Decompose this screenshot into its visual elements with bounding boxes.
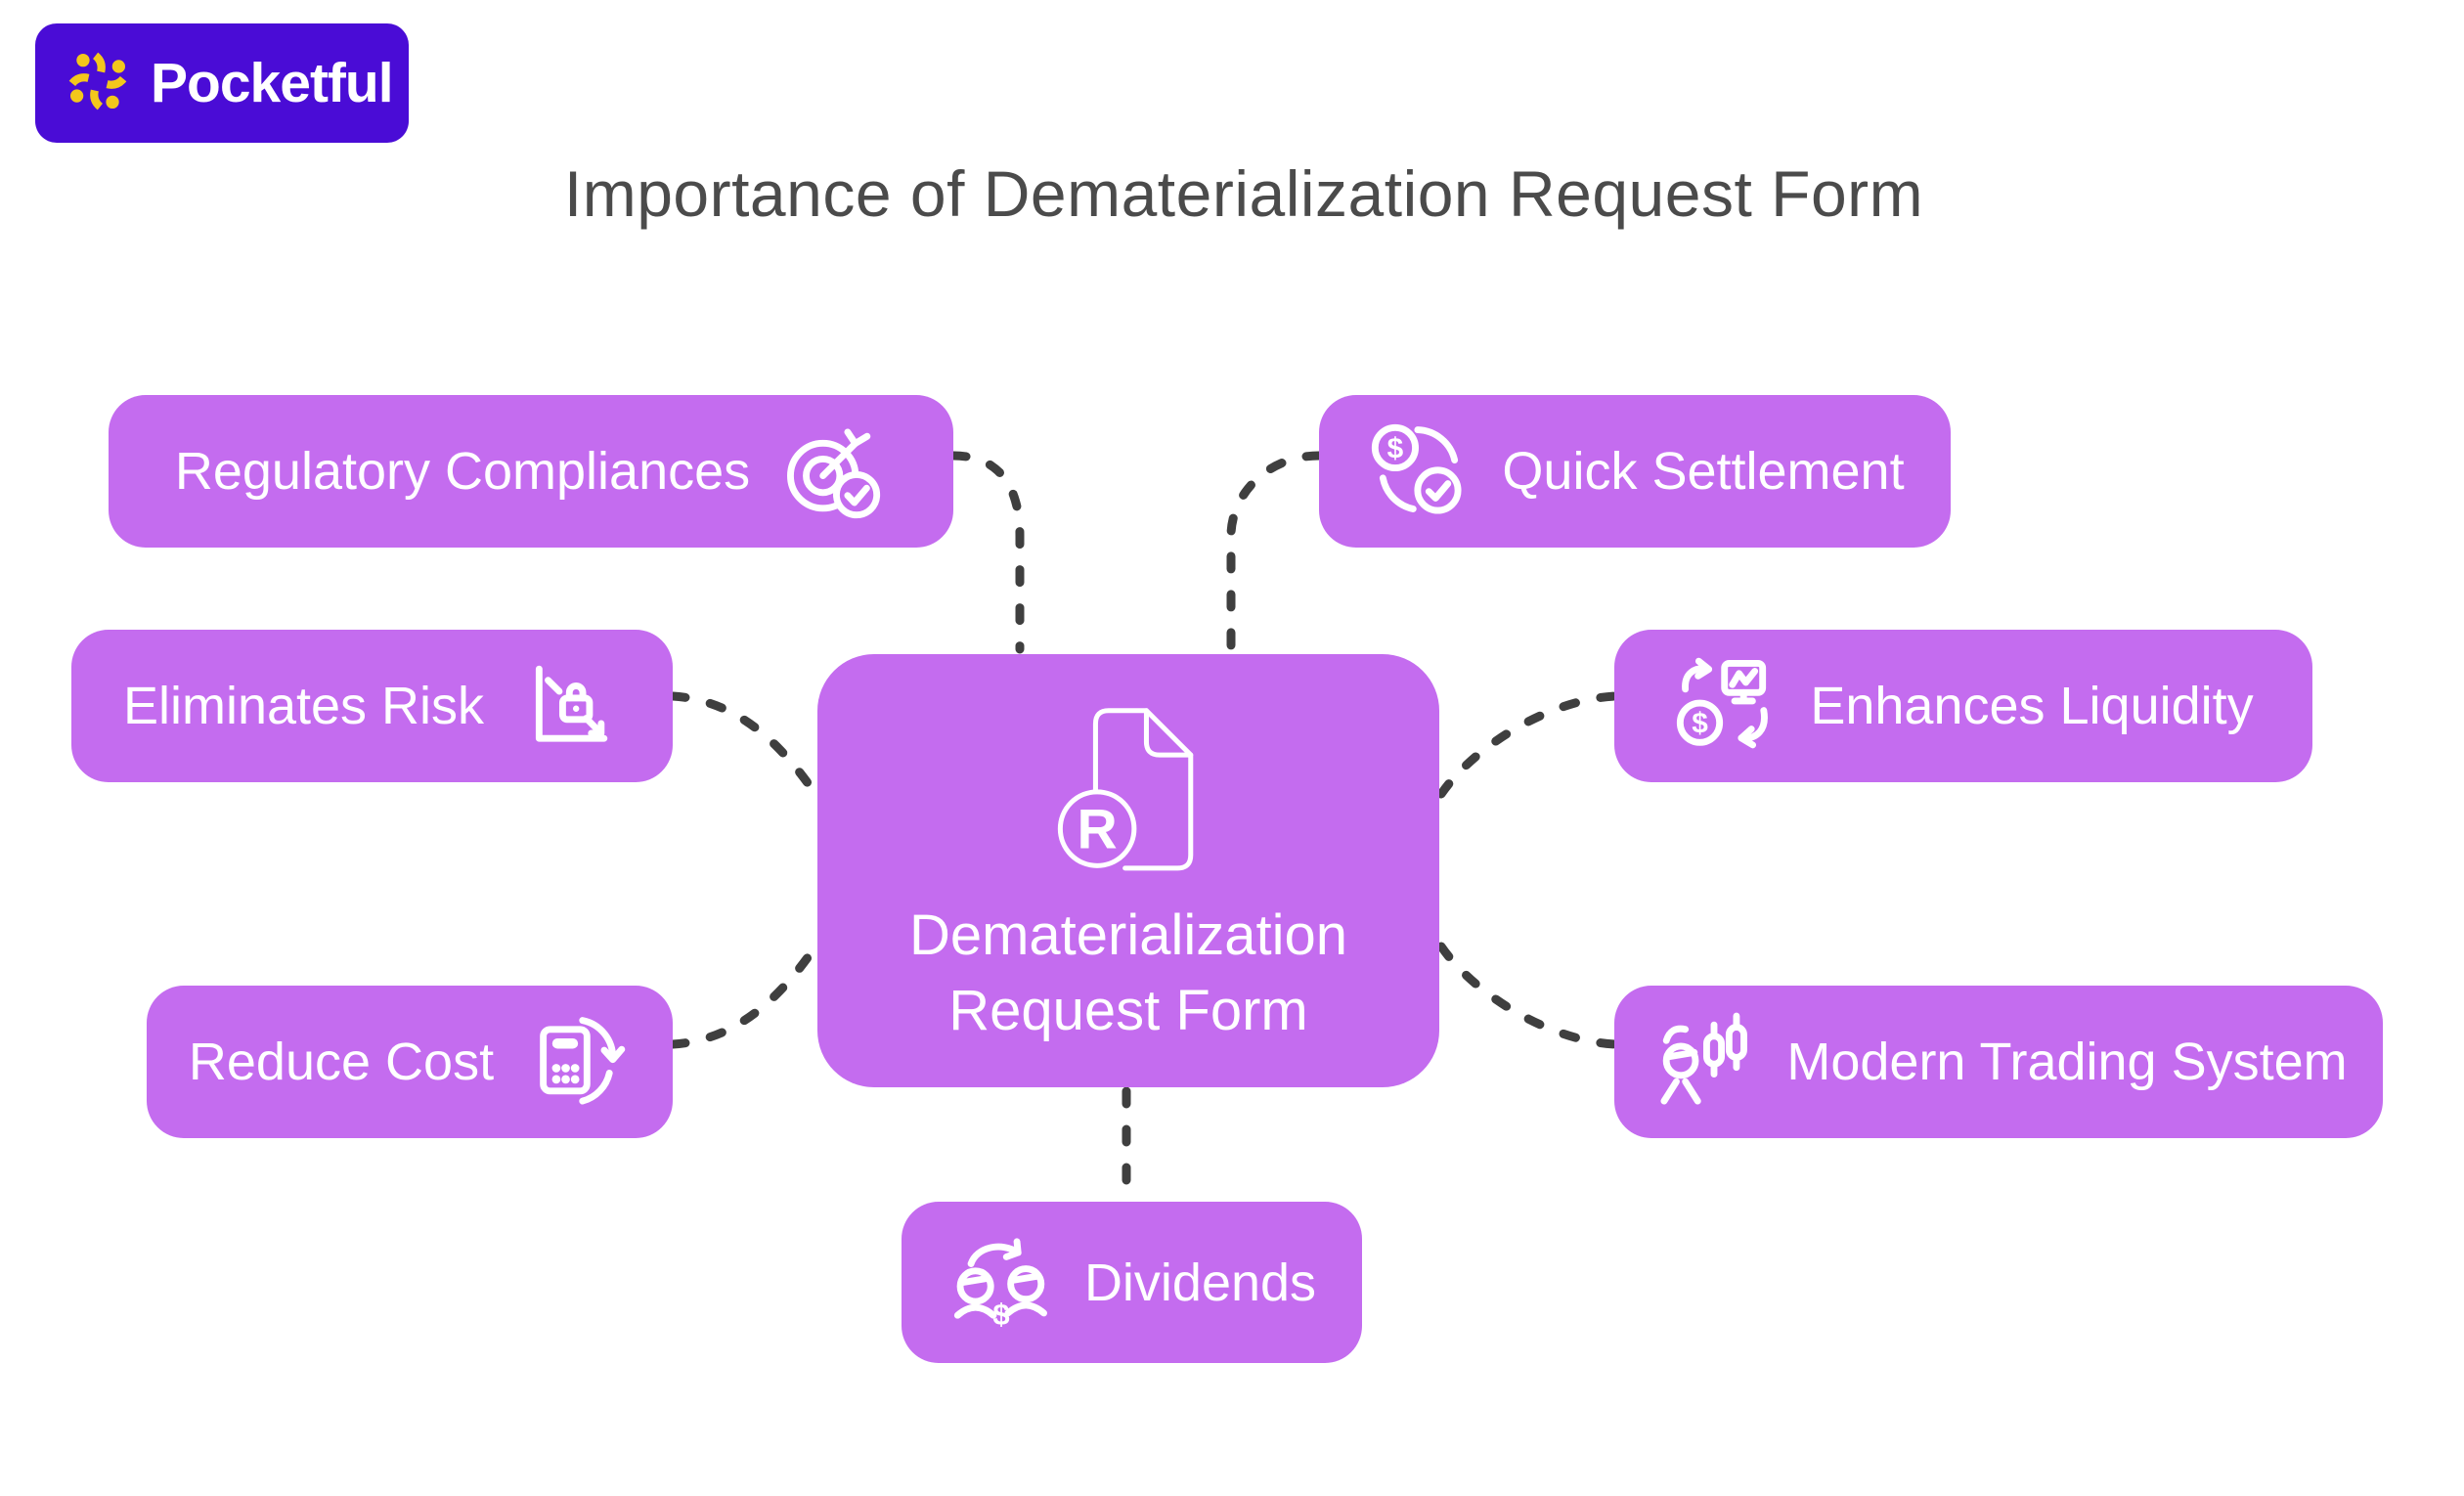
connector-enhances-liquidity [1436,691,1619,799]
node-label: Dividends [1083,1253,1317,1312]
connector-regulatory-compliances [948,451,1025,654]
node-label: Enhances Liquidity [1810,677,2254,735]
target-arrow-check-icon [779,418,887,525]
node-label: Eliminates Risk [122,677,485,735]
center-node-label-line2: Request Form [948,978,1308,1042]
pocketful-logo-badge: Pocketful [35,23,409,143]
node-label: Modern Trading System [1786,1033,2348,1091]
calculator-refresh-icon [523,1008,631,1116]
trader-candlesticks-icon [1650,1008,1757,1116]
lock-declining-chart-icon [513,652,621,760]
svg-text:$: $ [1387,433,1404,465]
node-eliminates-risk: Eliminates Risk [71,630,673,782]
node-label: Quick Settlement [1502,442,1905,501]
svg-text:$: $ [992,1297,1009,1331]
document-rupee-icon: R [1046,694,1210,888]
node-label: Regulatory Compliances [174,442,751,501]
node-dividends: $ Dividends [902,1202,1362,1363]
svg-text:$: $ [1693,708,1709,740]
node-regulatory-compliances: Regulatory Compliances [109,395,953,548]
connector-quick-settlement [1226,451,1324,654]
node-dematerialization-request-form: R Dematerialization Request Form [817,654,1439,1087]
page-title: Importance of Dematerialization Request … [563,157,1924,230]
connector-reduce-cost [668,942,820,1049]
connector-modern-trading-system [1436,942,1619,1049]
node-modern-trading-system: Modern Trading System [1614,986,2383,1138]
brand-name: Pocketful [151,52,394,114]
connector-eliminates-risk [668,691,820,799]
svg-text:R: R [1078,799,1118,861]
node-reduce-cost: Reduce Cost [147,986,673,1138]
money-exchange-monitor-icon: $ [1673,652,1781,760]
people-dollar-exchange-icon: $ [947,1229,1055,1337]
node-quick-settlement: $ Quick Settlement [1319,395,1951,548]
coin-sync-check-icon: $ [1365,418,1473,525]
center-node-label-line1: Dematerialization [908,903,1348,968]
pinwheel-flower-icon [61,44,135,123]
node-enhances-liquidity: $ Enhances Liquidity [1614,630,2312,782]
node-label: Reduce Cost [188,1033,495,1091]
